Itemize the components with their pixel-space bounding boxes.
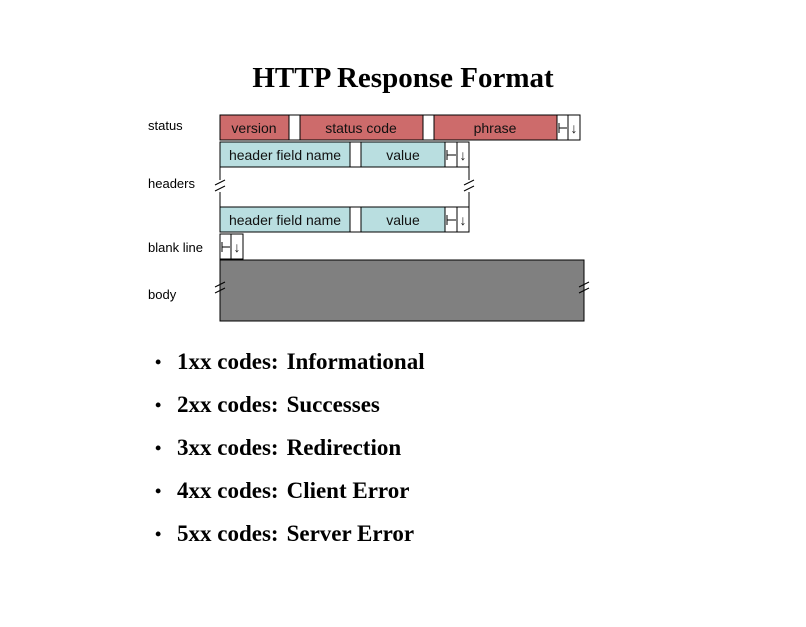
- colon-field: [349, 206, 362, 233]
- break-mask: [463, 180, 475, 192]
- bullet: •: [155, 352, 162, 372]
- code-class: 2xx codes:: [177, 392, 279, 417]
- header-name-label: header field name: [229, 147, 341, 163]
- list-item: • 1xx codes: Informational: [155, 346, 425, 389]
- body-row: [214, 259, 590, 322]
- line-feed-icon: ↓: [234, 239, 241, 255]
- row-label-status: status: [148, 118, 183, 133]
- version-label: version: [231, 120, 276, 136]
- list-item: • 3xx codes: Redirection: [155, 432, 425, 475]
- status-code-label: status code: [325, 120, 397, 136]
- code-class: 3xx codes:: [177, 435, 279, 460]
- header-value-field: [360, 206, 446, 233]
- bullet: •: [155, 524, 162, 544]
- header-name-label: header field name: [229, 212, 341, 228]
- code-meaning: Client Error: [286, 478, 410, 503]
- header-value-label: value: [386, 212, 420, 228]
- phrase-label: phrase: [474, 120, 517, 136]
- bullet: •: [155, 481, 162, 501]
- break-mark-icon: [463, 179, 475, 186]
- header-name-field: [219, 206, 351, 233]
- status-code-field: [299, 114, 424, 141]
- break-mask: [214, 180, 226, 192]
- row-label-blank-line: blank line: [148, 240, 203, 255]
- version-field: [219, 114, 290, 141]
- slide-title: HTTP Response Format: [252, 62, 554, 94]
- status-code-list: • 1xx codes: Informational • 2xx codes: Succ…: [155, 346, 425, 561]
- break-mark-icon: [214, 185, 226, 192]
- bullet: •: [155, 438, 162, 458]
- line-feed-icon: ↓: [460, 147, 467, 163]
- bullet: •: [155, 395, 162, 415]
- code-meaning: Redirection: [286, 435, 402, 460]
- code-meaning: Informational: [286, 349, 425, 374]
- code-class: 1xx codes:: [177, 349, 279, 374]
- list-item: • 4xx codes: Client Error: [155, 475, 425, 518]
- body-field: [219, 259, 585, 322]
- line-feed-icon: ↓: [460, 212, 467, 228]
- colon-field: [349, 141, 362, 168]
- code-meaning: Successes: [286, 392, 380, 417]
- header-field-row: header field name value ↓: [219, 206, 470, 233]
- blank-line-row: ↓: [219, 233, 244, 260]
- space-field: [288, 114, 301, 141]
- break-mark-icon: [578, 287, 590, 294]
- status-line-row: version status code phrase ↓: [219, 114, 581, 141]
- line-feed-icon: ↓: [571, 120, 578, 136]
- list-item: • 2xx codes: Successes: [155, 389, 425, 432]
- row-label-headers: headers: [148, 176, 195, 191]
- header-value-label: value: [386, 147, 420, 163]
- list-item: • 5xx codes: Server Error: [155, 518, 425, 561]
- break-mark-icon: [214, 287, 226, 294]
- code-class: 4xx codes:: [177, 478, 279, 503]
- row-label-body: body: [148, 287, 177, 302]
- code-class: 5xx codes:: [177, 521, 279, 546]
- break-mark-icon: [214, 281, 226, 288]
- break-mark-icon: [463, 185, 475, 192]
- space-field: [422, 114, 435, 141]
- header-field-row: header field name value ↓: [219, 141, 470, 168]
- code-meaning: Server Error: [286, 521, 415, 546]
- phrase-field: [433, 114, 558, 141]
- break-mark-icon: [578, 281, 590, 288]
- break-mark-icon: [214, 179, 226, 186]
- headers-elided-region: [214, 167, 475, 207]
